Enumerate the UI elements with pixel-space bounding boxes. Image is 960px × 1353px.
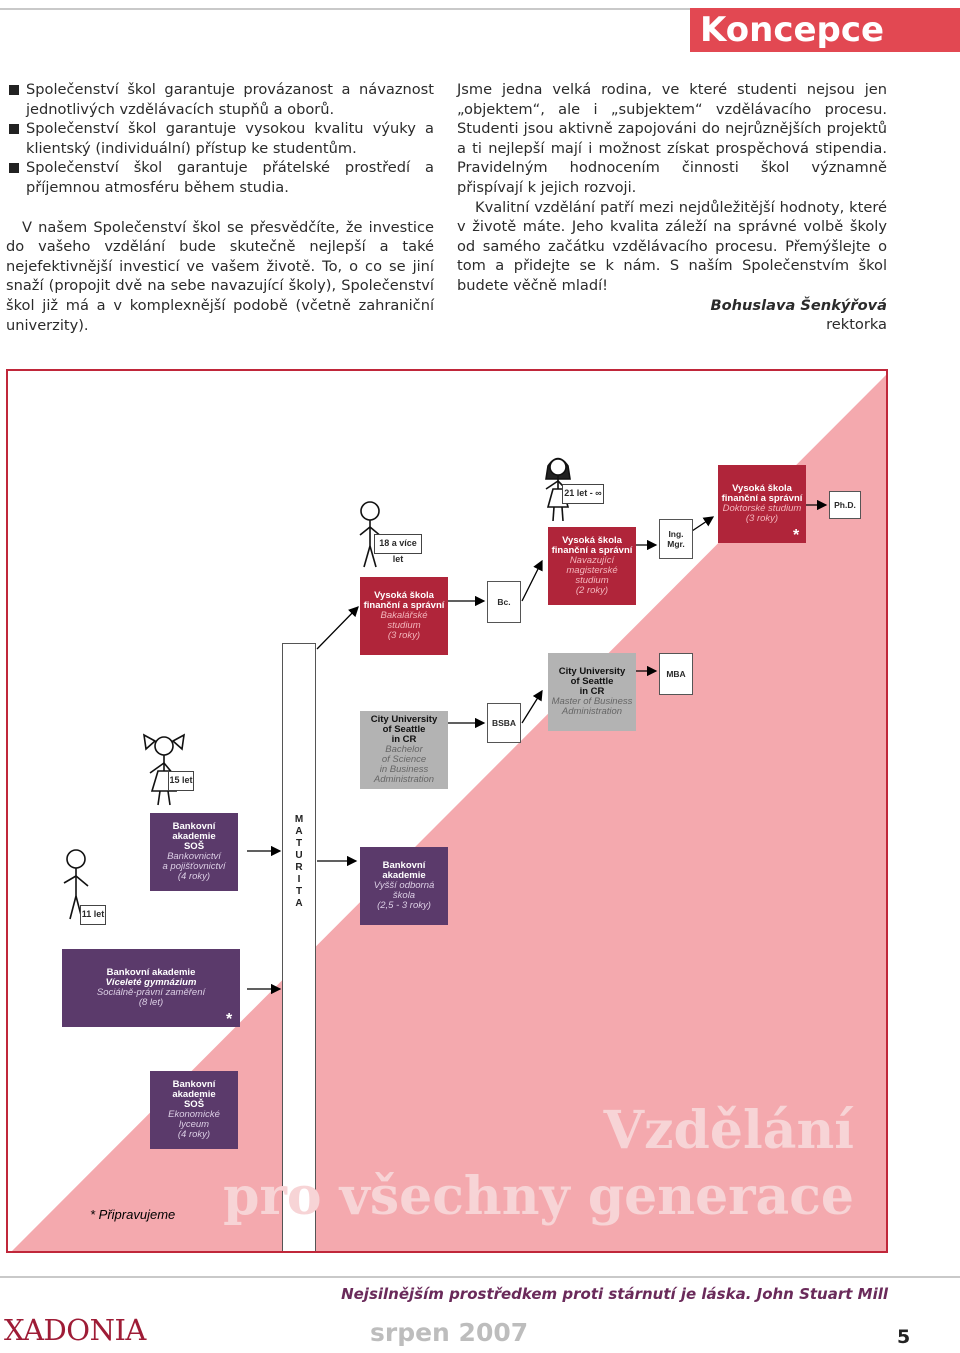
degree-phd: Ph.D.	[829, 491, 861, 519]
right-paragraph-1: Jsme jedna velká rodina, ve které studen…	[457, 81, 887, 196]
age-label-15: 15 let	[168, 771, 194, 791]
signature-name: Bohuslava Šenkýřová	[710, 296, 887, 314]
slogan-line-1: Vzdělání	[603, 1100, 854, 1161]
sos-box: Bankovní akademie SOŠ Bankovnictví a poj…	[150, 813, 238, 891]
connector-arrows	[247, 499, 828, 995]
maturita-column: M A T U R I T A	[282, 643, 316, 1251]
stick-figure-18	[359, 501, 383, 568]
education-diagram: 11 let 15 let 18 a více let 21 let - ∞ B…	[6, 369, 888, 1253]
degree-bc: Bc.	[487, 581, 521, 623]
left-column: Společenství škol garantuje provázanost …	[6, 80, 434, 335]
vos-box: Bankovní akademie Vyšší odborná škola (2…	[360, 847, 448, 925]
prepared-star: *	[793, 527, 800, 544]
age-label-21: 21 let - ∞	[562, 484, 604, 504]
prepared-note: * Připravujeme	[90, 1207, 176, 1222]
page-number: 5	[897, 1326, 911, 1348]
bottom-rule	[0, 1276, 960, 1278]
top-rule	[0, 8, 690, 10]
age-label-18: 18 a více let	[374, 534, 422, 564]
degree-bsba: BSBA	[487, 703, 521, 743]
right-column: Jsme jedna velká rodina, ve které studen…	[457, 80, 887, 335]
lyceum-box: Bankovní akademie SOŠ Ekonomické lyceum …	[150, 1071, 238, 1149]
city-master-box: City University of Seattle in CR Master …	[548, 653, 636, 731]
slogan-line-2: pro všechny generace	[223, 1166, 854, 1227]
issue-date: srpen 2007	[370, 1318, 529, 1347]
intro-paragraph: V našem Společenství škol se přesvědčíte…	[6, 218, 434, 334]
prepared-star: *	[226, 1011, 233, 1028]
degree-ing-mgr: Ing. Mgr.	[659, 519, 693, 559]
doktor-box: Vysoká škola finanční a správní Doktorsk…	[718, 465, 806, 543]
bullet-item: Společenství škol garantuje přátelské pr…	[6, 158, 434, 197]
square-bullet-icon	[9, 163, 19, 174]
bullet-item: Společenství škol garantuje vysokou kval…	[6, 119, 434, 158]
xadonia-logo: XADONIA	[4, 1313, 146, 1347]
square-bullet-icon	[9, 85, 19, 95]
age-label-11: 11 let	[80, 905, 106, 925]
footer-quote: Nejsilnějším prostředkem proti stárnutí …	[341, 1285, 888, 1303]
stick-figure-11	[63, 849, 89, 920]
square-bullet-icon	[9, 124, 19, 135]
magistr-box: Vysoká škola finanční a správní Navazují…	[548, 527, 636, 605]
section-title: Koncepce	[690, 8, 960, 52]
bakalar-box: Vysoká škola finanční a správní Bakalářs…	[360, 577, 448, 655]
signature-role: rektorka	[826, 316, 887, 334]
degree-mba: MBA	[659, 653, 693, 695]
gymnazium-box: Bankovní akademie Víceleté gymnázium Soc…	[62, 949, 240, 1027]
stick-figure-15	[142, 733, 186, 806]
right-paragraph-2: Kvalitní vzdělání patří mezi nejdůležitě…	[457, 198, 887, 294]
city-bachelor-box: City University of Seattle in CR Bachelo…	[360, 711, 448, 789]
bullet-item: Společenství škol garantuje provázanost …	[6, 80, 434, 119]
